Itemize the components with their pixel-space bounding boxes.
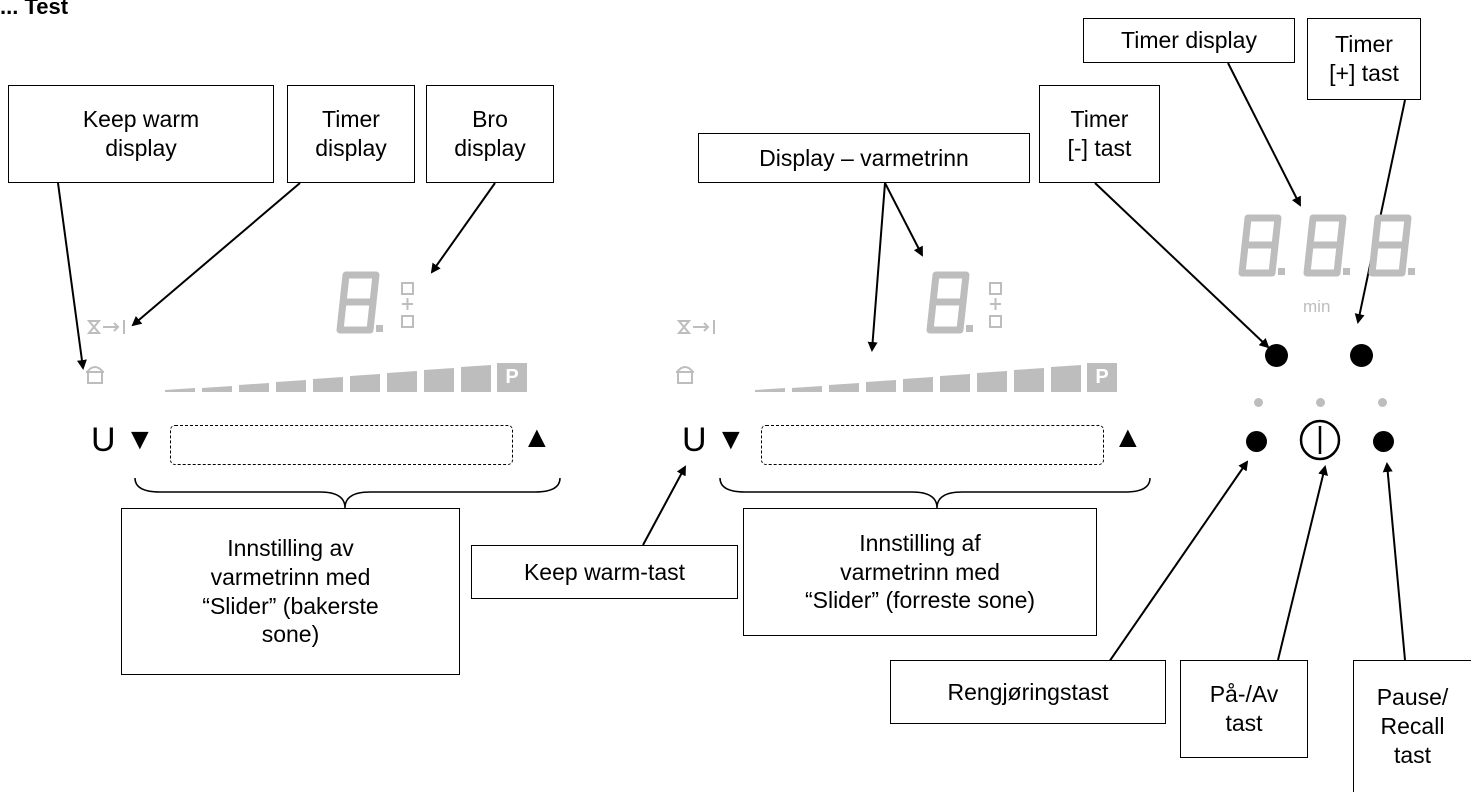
callout-cleaning-key: Rengjøringstast — [890, 660, 1166, 724]
callout-keep-warm-key: Keep warm-tast — [471, 545, 738, 599]
bridge-icon — [401, 282, 1002, 328]
dp-timer-1 — [1278, 268, 1285, 275]
callout-timer-minus: Timer [-] tast — [1039, 85, 1160, 183]
arrow-pause-recall — [1382, 462, 1406, 661]
callout-display-varmetrinn: Display – varmetrinn — [698, 133, 1030, 183]
pot-icon — [86, 366, 694, 384]
power-key[interactable] — [1299, 419, 1341, 461]
dp-zone-back — [376, 325, 383, 332]
callout-slider-back: Innstilling av varmetrinn med “Slider” (… — [121, 508, 460, 675]
power-level-p-front: P — [1087, 363, 1117, 392]
callout-bro-display: Bro display — [426, 85, 554, 183]
digit-zone-front — [926, 271, 970, 334]
arrow-cleaning-key — [1099, 460, 1249, 676]
slider-up-front[interactable]: ▲ — [1113, 421, 1143, 454]
callout-timer-display-right: Timer display — [1083, 18, 1295, 63]
digit-zone-back — [336, 271, 380, 334]
arrow-timer-plus — [1354, 99, 1406, 324]
arrow-display-varmetrinn-b — [884, 182, 923, 257]
power-icon — [1299, 419, 1341, 461]
timer-minus-key[interactable] — [1265, 344, 1288, 367]
callout-slider-front: Innstilling af varmetrinn med “Slider” (… — [743, 508, 1097, 636]
keep-warm-key-front[interactable]: U — [682, 421, 707, 459]
hourglass-arrow-icon — [86, 320, 715, 334]
keep-warm-key-back[interactable]: U — [91, 421, 116, 459]
brace-back-slider — [134, 477, 561, 509]
indicator-led-right — [1378, 398, 1387, 407]
digit-timer-1 — [1238, 214, 1282, 277]
arrow-timer-display-right — [1227, 62, 1301, 207]
callout-pause-recall: Pause/ Recall tast — [1353, 660, 1471, 792]
digit-timer-2 — [1303, 214, 1347, 277]
callout-timer-plus: Timer [+] tast — [1307, 18, 1421, 100]
digit-timer-3 — [1368, 214, 1412, 277]
arrow-display-varmetrinn-a — [867, 182, 886, 352]
callout-keep-warm-display: Keep warm display — [8, 85, 274, 183]
timer-plus-key[interactable] — [1350, 344, 1373, 367]
indicator-led-left — [1254, 398, 1263, 407]
slider-up-back[interactable]: ▲ — [522, 421, 552, 454]
slider-front[interactable] — [761, 425, 1104, 465]
arrow-power-key — [1277, 465, 1328, 661]
arrow-keep-warm-key — [642, 465, 686, 546]
arrow-timer-display-left — [131, 182, 301, 327]
power-level-p-back: P — [497, 363, 527, 392]
dp-timer-3 — [1408, 268, 1415, 275]
timer-unit-label: min — [1303, 297, 1331, 316]
callout-power-key: På-/Av tast — [1180, 660, 1308, 758]
dp-timer-2 — [1343, 268, 1350, 275]
slider-back[interactable] — [170, 425, 513, 465]
page-header: ... Test — [0, 0, 69, 19]
slider-down-back[interactable]: ▼ — [125, 423, 155, 456]
brace-front-slider — [719, 477, 1151, 509]
arrow-keep-warm-display — [57, 182, 87, 370]
pause-recall-key[interactable] — [1373, 431, 1394, 452]
indicator-led-center — [1316, 398, 1325, 407]
slider-down-front[interactable]: ▼ — [716, 423, 746, 456]
dp-zone-front — [966, 325, 973, 332]
power-level-bars — [165, 365, 1081, 392]
arrow-bro-display — [430, 182, 496, 274]
arrow-timer-minus — [1094, 182, 1270, 349]
cleaning-key[interactable] — [1246, 431, 1267, 452]
callout-timer-display-left: Timer display — [287, 85, 415, 183]
